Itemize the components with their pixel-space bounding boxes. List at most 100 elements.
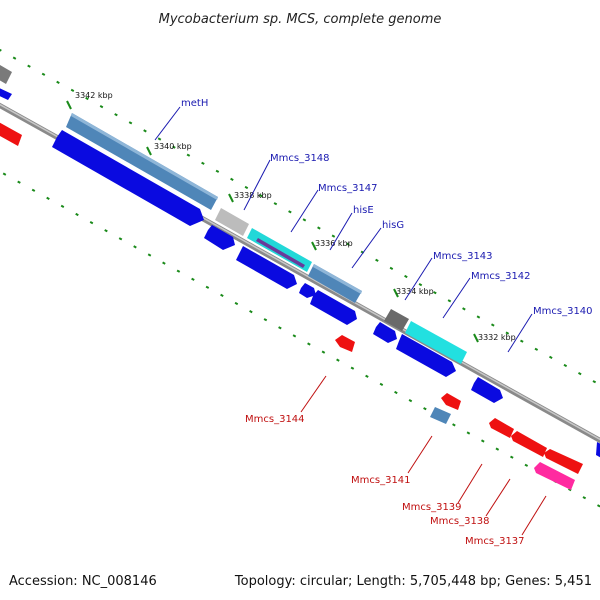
guide-dot bbox=[234, 301, 239, 306]
guide-dot bbox=[56, 80, 60, 85]
guide-dot bbox=[60, 204, 65, 209]
guide-dot bbox=[17, 180, 21, 184]
guide-dot bbox=[452, 423, 456, 427]
guide-dot bbox=[481, 439, 485, 443]
guide-dot bbox=[244, 185, 249, 190]
feature-Mmcs_3138[interactable] bbox=[544, 449, 583, 474]
feature-blue-7[interactable] bbox=[396, 334, 456, 377]
feature-hisG[interactable] bbox=[308, 264, 362, 303]
guide-dot bbox=[75, 212, 79, 217]
guide-dot bbox=[375, 258, 379, 262]
guide-dot bbox=[423, 407, 427, 411]
features-reverse bbox=[0, 120, 583, 490]
guide-dot bbox=[273, 202, 278, 206]
tick-label-3342: 3342 kbp bbox=[75, 91, 113, 100]
guide-dot bbox=[186, 153, 191, 157]
guide-dot bbox=[418, 282, 423, 287]
guide-dot bbox=[172, 145, 176, 149]
feature-blue-6[interactable] bbox=[373, 322, 397, 343]
guide-dot bbox=[365, 374, 369, 378]
outer-dotted-guide bbox=[0, 48, 597, 384]
feature-Mmcs_3143[interactable] bbox=[384, 309, 409, 331]
feature-Mmcs_3148[interactable] bbox=[215, 208, 249, 236]
guide-dot bbox=[118, 237, 123, 241]
guide-dot bbox=[143, 129, 147, 133]
guide-dot bbox=[549, 355, 553, 360]
guide-dot bbox=[259, 193, 263, 198]
guide-dot bbox=[331, 234, 336, 238]
feature-blue-1[interactable] bbox=[52, 130, 204, 226]
guide-dot bbox=[592, 380, 597, 384]
feature-Mmcs_3139[interactable] bbox=[511, 431, 547, 457]
tick-label-3338: 3338 kbp bbox=[234, 191, 272, 200]
guide-dot bbox=[307, 342, 311, 346]
label-Mmcs_3143: Mmcs_3143 bbox=[433, 251, 493, 262]
guide-dot bbox=[317, 226, 321, 230]
footer-summary: Topology: circular; Length: 5,705,448 bp… bbox=[234, 574, 592, 589]
guide-dot bbox=[41, 72, 46, 76]
guide-dot bbox=[162, 261, 166, 265]
guide-dot bbox=[408, 398, 413, 403]
feature-blue-8[interactable] bbox=[471, 377, 503, 403]
guide-dot bbox=[46, 196, 50, 201]
guide-dot bbox=[466, 431, 471, 435]
feature-blue-edge[interactable] bbox=[0, 86, 12, 100]
inner-dotted-guide bbox=[2, 172, 600, 508]
guide-dot bbox=[433, 291, 437, 295]
guide-dot bbox=[85, 96, 89, 101]
label-Mmcs_3141: Mmcs_3141 bbox=[351, 475, 411, 486]
label-Mmcs_3137: Mmcs_3137 bbox=[465, 536, 525, 547]
guide-dot bbox=[133, 245, 137, 249]
label-hisE: hisE bbox=[353, 205, 374, 216]
guide-dot bbox=[394, 390, 398, 395]
feature-red-small[interactable] bbox=[441, 393, 461, 410]
guide-dot bbox=[0, 48, 2, 52]
guide-dot bbox=[128, 121, 133, 125]
guide-dot bbox=[89, 220, 94, 225]
feature-blue-4[interactable] bbox=[299, 283, 316, 298]
label-Mmcs_3139: Mmcs_3139 bbox=[402, 502, 462, 513]
label-metH: metH bbox=[181, 98, 208, 109]
label-Mmcs_3144: Mmcs_3144 bbox=[245, 414, 305, 425]
guide-dot bbox=[27, 64, 31, 68]
guide-dot bbox=[534, 347, 539, 351]
feature-metH[interactable] bbox=[66, 113, 218, 210]
guide-dot bbox=[379, 382, 384, 387]
guide-dot bbox=[476, 315, 481, 319]
guide-dot bbox=[288, 210, 292, 214]
label-Mmcs_3140: Mmcs_3140 bbox=[533, 306, 593, 317]
guide-dot bbox=[176, 269, 181, 273]
feature-Mmcs_3141[interactable] bbox=[430, 407, 451, 424]
label-Mmcs_3138: Mmcs_3138 bbox=[430, 516, 490, 527]
guide-dot bbox=[12, 56, 17, 60]
feature-grey-edge[interactable] bbox=[0, 62, 12, 84]
feature-red-3139[interactable] bbox=[489, 418, 514, 438]
guide-dot bbox=[31, 188, 36, 192]
features-forward-inner bbox=[52, 130, 600, 460]
features-forward-outer bbox=[0, 62, 467, 364]
tick-label-3340: 3340 kbp bbox=[154, 142, 192, 151]
guide-dot bbox=[99, 104, 104, 109]
guide-dot bbox=[404, 274, 408, 279]
feature-Mmcs_3137[interactable] bbox=[534, 462, 575, 490]
guide-dot bbox=[563, 363, 568, 368]
guide-dot bbox=[191, 277, 195, 281]
label-hisG: hisG bbox=[382, 220, 404, 231]
feature-blue-edge-right[interactable] bbox=[596, 442, 600, 460]
guide-dot bbox=[336, 358, 340, 362]
feature-blue-5[interactable] bbox=[310, 290, 357, 325]
leaders-bottom bbox=[300, 375, 547, 536]
feature-Mmcs_3144[interactable] bbox=[335, 335, 355, 352]
feature-red-edge[interactable] bbox=[0, 120, 22, 146]
guide-dot bbox=[520, 339, 524, 343]
feature-Mmcs_3142[interactable] bbox=[405, 321, 467, 364]
guide-dot bbox=[104, 229, 108, 233]
guide-dot bbox=[321, 350, 326, 354]
guide-dot bbox=[2, 172, 7, 176]
map-title: Mycobacterium sp. MCS, complete genome bbox=[159, 12, 442, 27]
feature-blue-2[interactable] bbox=[204, 225, 235, 250]
guide-dot bbox=[230, 177, 234, 182]
guide-dot bbox=[205, 285, 210, 289]
feature-blue-3[interactable] bbox=[236, 246, 297, 289]
